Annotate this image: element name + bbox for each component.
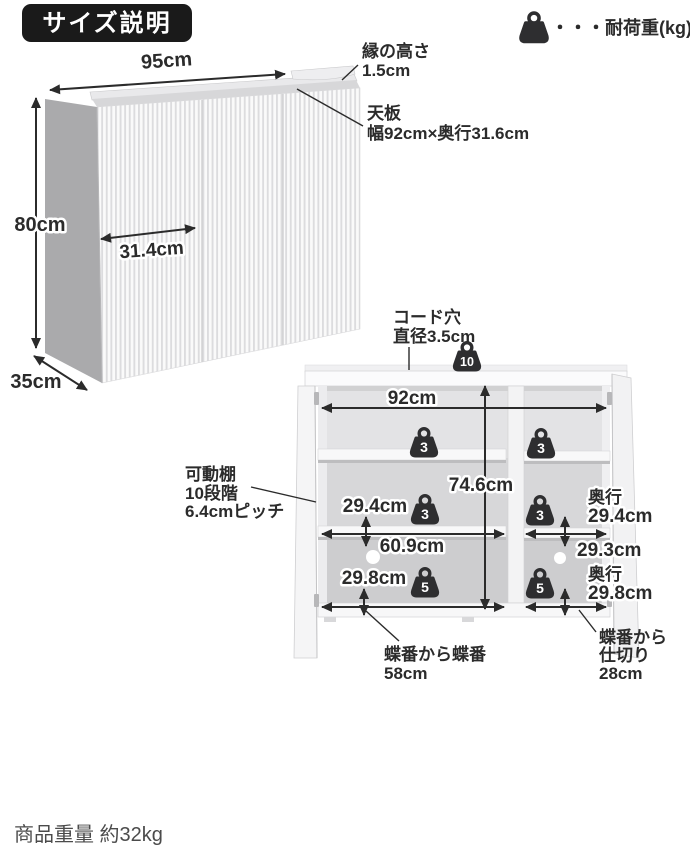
open-door-right-edge: [611, 373, 615, 655]
product-weight-text: 商品重量 約32kg: [14, 823, 163, 846]
under-top-shadow: [318, 386, 610, 391]
load-value-right-bottom: 5: [536, 580, 544, 596]
door-width-arrow: [100, 224, 196, 243]
load-icon-right-bottom: 5: [525, 568, 555, 599]
load-icon-left-bottom: 5: [410, 567, 440, 598]
right-depth-upper-label: 奥行: [588, 487, 622, 507]
front-left-edge: [96, 106, 103, 384]
left-gap-upper-label: 29.4cm: [343, 496, 407, 517]
page-title: サイズ説明: [42, 9, 171, 37]
right-depth-upper-value: 29.4cm: [588, 506, 652, 527]
rim-callout-leader: [341, 64, 359, 81]
open-door-left-edge: [314, 385, 318, 659]
depth-dim-label: 35cm: [10, 371, 61, 393]
width-arrow: [49, 69, 286, 95]
back-wall-upper: [318, 386, 610, 458]
movable-shelf-callout-line2: 10段階: [185, 483, 238, 503]
top-panel-callout-line2: 幅92cm×奥行31.6cm: [367, 123, 529, 143]
load-icon-right-shelf1: 3: [526, 428, 556, 459]
load-icon-left-shelf2: 3: [410, 494, 440, 525]
foot-center: [462, 617, 474, 622]
weight-legend-icon: [518, 11, 550, 44]
width-dim-label: 95cm: [140, 48, 193, 74]
interior-top-panel: [304, 370, 628, 387]
left-gap-lower-label: 29.8cm: [342, 568, 406, 589]
inner-height-label: 74.6cm: [449, 475, 513, 496]
load-value-left-shelf2: 3: [421, 506, 429, 522]
cord-hole-right: [554, 552, 566, 564]
right-shelf-1-shadow: [524, 461, 610, 464]
load-icon-right-shelf2: 3: [525, 495, 555, 526]
right-depth-lower-value: 29.8cm: [588, 583, 652, 604]
hinge-to-divider-line3: 28cm: [599, 664, 642, 683]
movable-shelf-callout-line3: 6.4cmピッチ: [185, 502, 284, 521]
door-width-dim-label: 31.4cm: [119, 238, 185, 263]
hinge-to-hinge-line1: 蝶番から蝶番: [384, 644, 487, 664]
cabinet-rim-step: [290, 65, 356, 81]
rim-callout-line1: 縁の高さ: [362, 41, 430, 61]
hinge-to-hinge-line2: 58cm: [384, 664, 427, 683]
load-icon-top: 10: [452, 341, 482, 372]
load-value-right-shelf2: 3: [536, 507, 544, 523]
load-value-top: 10: [460, 355, 474, 369]
cord-hole-left: [366, 550, 380, 564]
open-door-left: [293, 385, 318, 659]
hinge-bottom-left: [314, 594, 319, 607]
load-value-right-shelf1: 3: [537, 440, 545, 456]
load-icon-left-shelf1: 3: [409, 427, 439, 458]
load-value-left-shelf1: 3: [420, 439, 428, 455]
load-value-left-bottom: 5: [421, 579, 429, 595]
hinge-top-left: [314, 392, 319, 405]
hinge-to-hinge-leader: [365, 610, 400, 642]
movable-shelf-callout-line1: 可動棚: [185, 464, 236, 484]
hinge-top-right: [607, 392, 612, 405]
title-badge: [22, 4, 192, 42]
inner-left-wall: [318, 386, 327, 603]
bottom-panel: [317, 602, 611, 618]
hinge-bottom-right: [607, 594, 612, 607]
depth-arrow: [33, 355, 88, 391]
inner-width-label: 92cm: [388, 388, 437, 409]
top-panel-callout-leader: [296, 88, 364, 127]
exterior-cabinet-drawing: 95cm 80cm 35cm 31.4cm 縁の高さ 1.5cm 天板 幅92c…: [8, 41, 529, 396]
foot-left: [324, 617, 336, 622]
rim-callout-line2: 1.5cm: [362, 61, 410, 80]
cord-hole-callout-line2: 直径3.5cm: [393, 326, 475, 346]
weight-legend-label: ・・・耐荷重(kg): [551, 17, 690, 38]
cord-hole-callout-line1: コード穴: [393, 307, 461, 327]
cabinet-side-panel: [45, 99, 102, 383]
right-width-label: 29.3cm: [577, 540, 641, 561]
movable-shelf-leader: [250, 486, 317, 503]
right-depth-lower-label: 奥行: [588, 564, 622, 584]
left-shelf-1-shadow: [318, 460, 506, 463]
left-width-label: 60.9cm: [380, 536, 444, 557]
hinge-to-divider-line1: 蝶番から: [599, 627, 667, 647]
height-dim-label: 80cm: [14, 214, 65, 236]
interior-cabinet-drawing: 10 3 3 3 3 5 5 92cm 74.6cm 29.4cm 60.9cm…: [185, 307, 667, 683]
top-panel-callout-line1: 天板: [367, 103, 402, 123]
hinge-to-divider-leader: [578, 609, 597, 633]
inner-right-wall: [602, 386, 610, 603]
hinge-to-divider-line2: 仕切り: [598, 645, 650, 665]
